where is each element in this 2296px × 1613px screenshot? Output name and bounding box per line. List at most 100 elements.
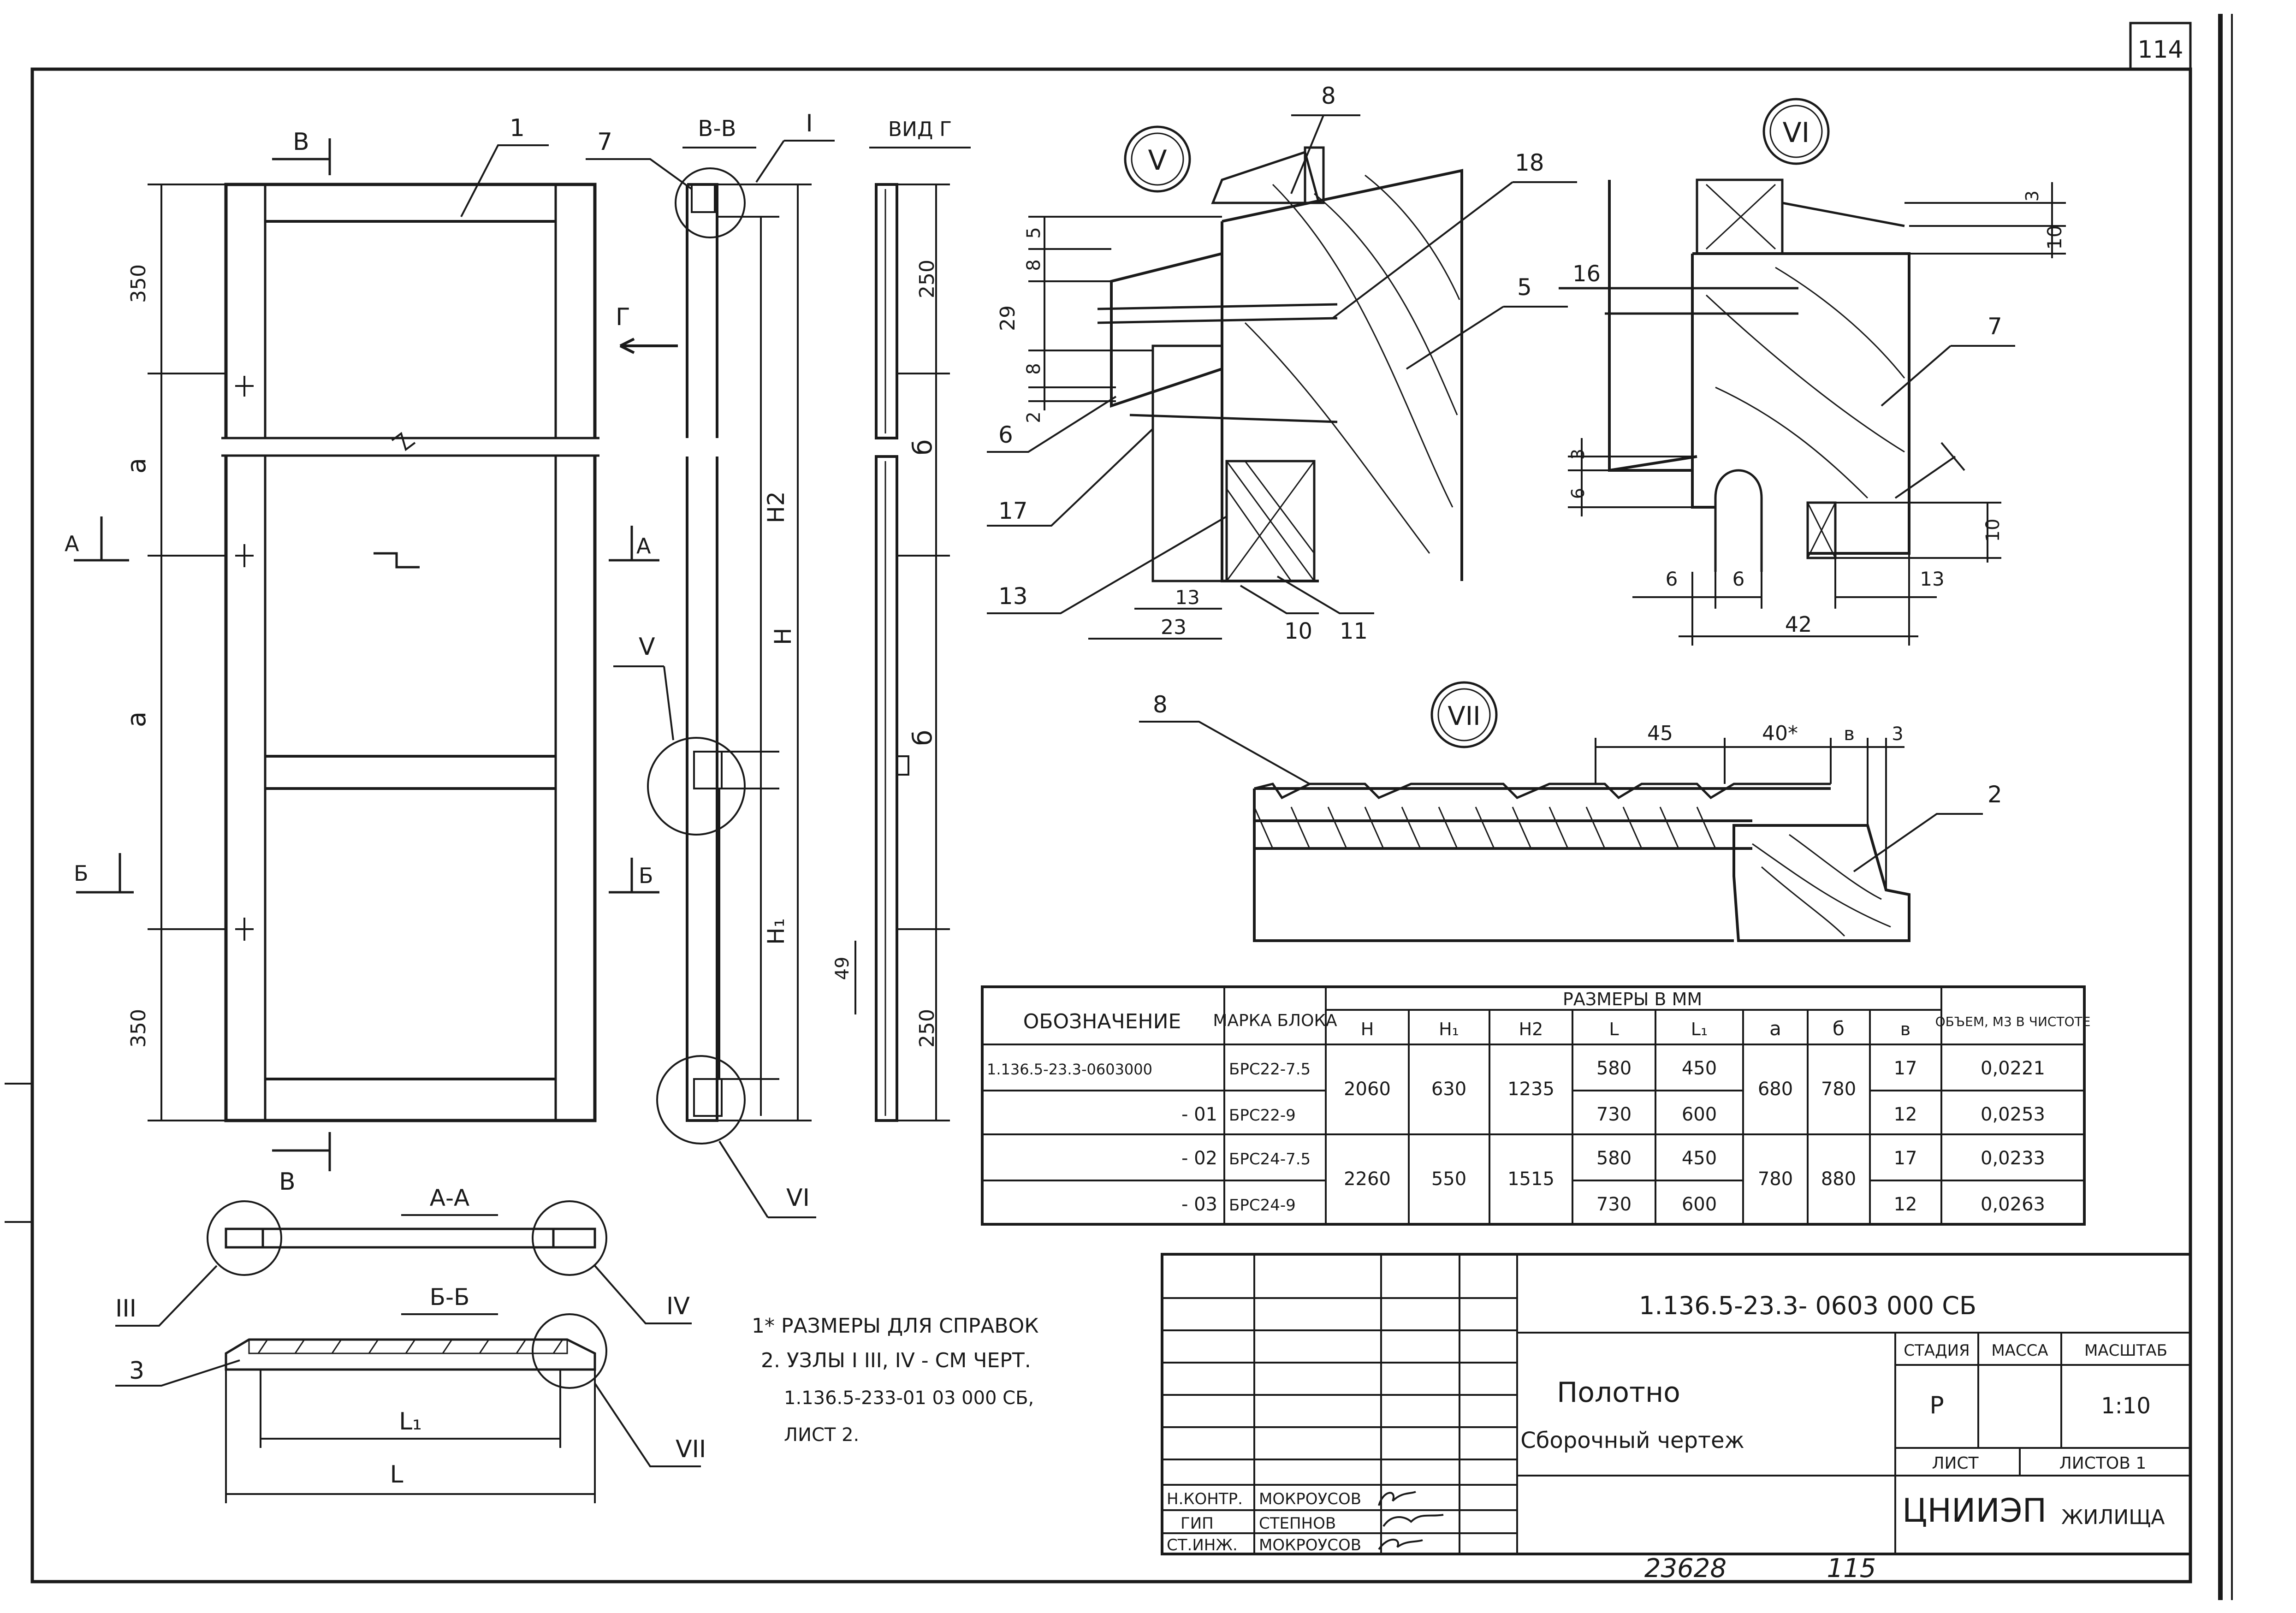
dim-vi-6a: 6	[1666, 568, 1678, 590]
node-vi-title: VI	[1783, 117, 1810, 149]
doc-title: Полотно	[1557, 1376, 1680, 1409]
row2-l1: 450	[1682, 1148, 1717, 1169]
row2-a: 780	[1758, 1168, 1793, 1190]
section-bsbs: Б-Б VII 3 L₁ L	[115, 1284, 706, 1503]
node-v-detail: V 8 18 5 5 8 29 8 2 6 17 13	[987, 83, 1577, 644]
th-a: а	[1769, 1017, 1781, 1040]
node-iv-label: IV	[666, 1293, 690, 1320]
row2-h1: 550	[1431, 1168, 1466, 1190]
callout-11: 11	[1340, 618, 1368, 644]
node-v-label-bb: V	[639, 633, 655, 661]
dim-h2: Н2	[763, 491, 789, 523]
cut-mark-a-right: А	[636, 534, 651, 558]
dim-vi-3-top: 3	[2022, 190, 2042, 202]
stage-header: СТАДИЯ	[1904, 1341, 1970, 1360]
row2-h: 2260	[1344, 1168, 1391, 1190]
dim-v-2: 2	[1023, 411, 1044, 423]
sheets-header: ЛИСТОВ 1	[2059, 1454, 2147, 1473]
cut-mark-b-right: Б	[639, 863, 653, 888]
th-b: б	[1833, 1017, 1845, 1040]
row0-l: 580	[1596, 1058, 1632, 1079]
row1-mark: БРС22-9	[1229, 1106, 1296, 1125]
callout-18: 18	[1515, 149, 1544, 176]
signature-3	[1378, 1538, 1423, 1550]
row0-h2: 1235	[1507, 1079, 1554, 1100]
row0-b: 780	[1821, 1079, 1856, 1100]
th-vol: ОБЪЕМ, М3 В ЧИСТОТЕ	[1935, 1014, 2091, 1029]
row0-v: 17	[1894, 1058, 1917, 1079]
dim-h: Н	[770, 628, 796, 645]
row0-a: 680	[1758, 1079, 1793, 1100]
th-l1: L₁	[1691, 1019, 1708, 1039]
th-v: в	[1900, 1019, 1910, 1039]
dim-b-2: б	[908, 730, 938, 746]
dim-vi-3: 3	[1568, 449, 1588, 460]
row2-vol: 0,0233	[1981, 1148, 2045, 1169]
sheet-number: 114	[2137, 36, 2183, 64]
row1-l: 730	[1596, 1104, 1632, 1125]
row1-vol: 0,0253	[1981, 1104, 2045, 1125]
sheet-frame	[30, 67, 2192, 1583]
row2-v: 17	[1894, 1148, 1917, 1169]
callout-3: 3	[129, 1357, 144, 1385]
signature-1	[1378, 1491, 1416, 1506]
row0-h1: 630	[1431, 1079, 1466, 1100]
dim-250-top: 250	[915, 260, 939, 298]
row2-mark: БРС24-7.5	[1229, 1150, 1311, 1168]
dim-vi-6: 6	[1568, 488, 1588, 499]
section-bb-title: В-В	[698, 116, 736, 142]
role-3: СТ.ИНЖ.	[1167, 1536, 1238, 1554]
row0-l1: 450	[1682, 1058, 1717, 1079]
note-3: 1.136.5-233-01 03 000 СБ,	[784, 1388, 1034, 1409]
page-number: 115	[1827, 1554, 1876, 1583]
dim-350-bottom: 350	[127, 1009, 150, 1048]
row0-code: 1.136.5-23.3-0603000	[987, 1061, 1152, 1078]
dim-vi-42: 42	[1785, 612, 1812, 637]
dim-a-1: а	[122, 458, 152, 474]
callout-16: 16	[1572, 261, 1601, 287]
node-vi-detail: VI 16 7 3 10 3 6 10	[1559, 98, 2066, 646]
dim-v-29: 29	[996, 305, 1020, 331]
row1-l1: 600	[1682, 1104, 1717, 1125]
callout-5: 5	[1517, 274, 1532, 301]
node-vii-detail: VII 45 40* в 3 8 2	[1139, 681, 2002, 942]
name-1: МОКРОУСОВ	[1259, 1490, 1361, 1508]
dim-b-1: б	[908, 439, 938, 456]
org-name-2: ЖИЛИЩА	[2061, 1506, 2165, 1529]
row0-h: 2060	[1344, 1079, 1391, 1100]
row2-b: 880	[1821, 1168, 1856, 1190]
title-block: 1.136.5-23.3- 0603 000 СБ Полотно Сбороч…	[1161, 1253, 2192, 1555]
cut-mark-b-left: Б	[74, 861, 89, 886]
sheet-header: ЛИСТ	[1932, 1454, 1979, 1473]
dim-vi-13: 13	[1920, 568, 1944, 590]
dim-250-bottom: 250	[915, 1009, 939, 1048]
signature-2	[1382, 1514, 1444, 1527]
th-l: L	[1609, 1019, 1619, 1039]
callout-7: 8	[1321, 83, 1336, 109]
th-mark: МАРКА БЛОКА	[1213, 1011, 1337, 1030]
dim-l: L	[390, 1461, 403, 1488]
callout-10: 10	[1284, 618, 1312, 644]
row3-v: 12	[1894, 1194, 1917, 1215]
row1-v: 12	[1894, 1104, 1917, 1125]
scale-value: 1:10	[2101, 1393, 2151, 1419]
dim-vii-45: 45	[1647, 722, 1673, 745]
row3-vol: 0,0263	[1981, 1194, 2045, 1215]
node-vi-label-bb: VI	[786, 1184, 810, 1212]
stage-value: Р	[1929, 1392, 1944, 1419]
note-4: ЛИСТ 2.	[784, 1424, 859, 1446]
th-h: Н	[1361, 1019, 1374, 1039]
row2-code: - 02	[1181, 1148, 1217, 1169]
callout-4: 7	[597, 128, 612, 156]
inventory-number: 23628	[1644, 1554, 1726, 1583]
row1-code: - 01	[1181, 1104, 1217, 1125]
callout-13: 13	[998, 583, 1028, 610]
name-3: МОКРОУСОВ	[1259, 1536, 1361, 1554]
doc-subtitle: Сборочный чертеж	[1520, 1428, 1744, 1453]
row3-code: - 03	[1181, 1194, 1217, 1215]
doc-code: 1.136.5-23.3- 0603 000 СБ	[1639, 1291, 1976, 1320]
callout-2: 2	[1987, 781, 2002, 808]
front-view: 350 а а 350 В В Г А А Б Б 1	[65, 114, 678, 1196]
dim-v-23: 23	[1161, 616, 1187, 639]
